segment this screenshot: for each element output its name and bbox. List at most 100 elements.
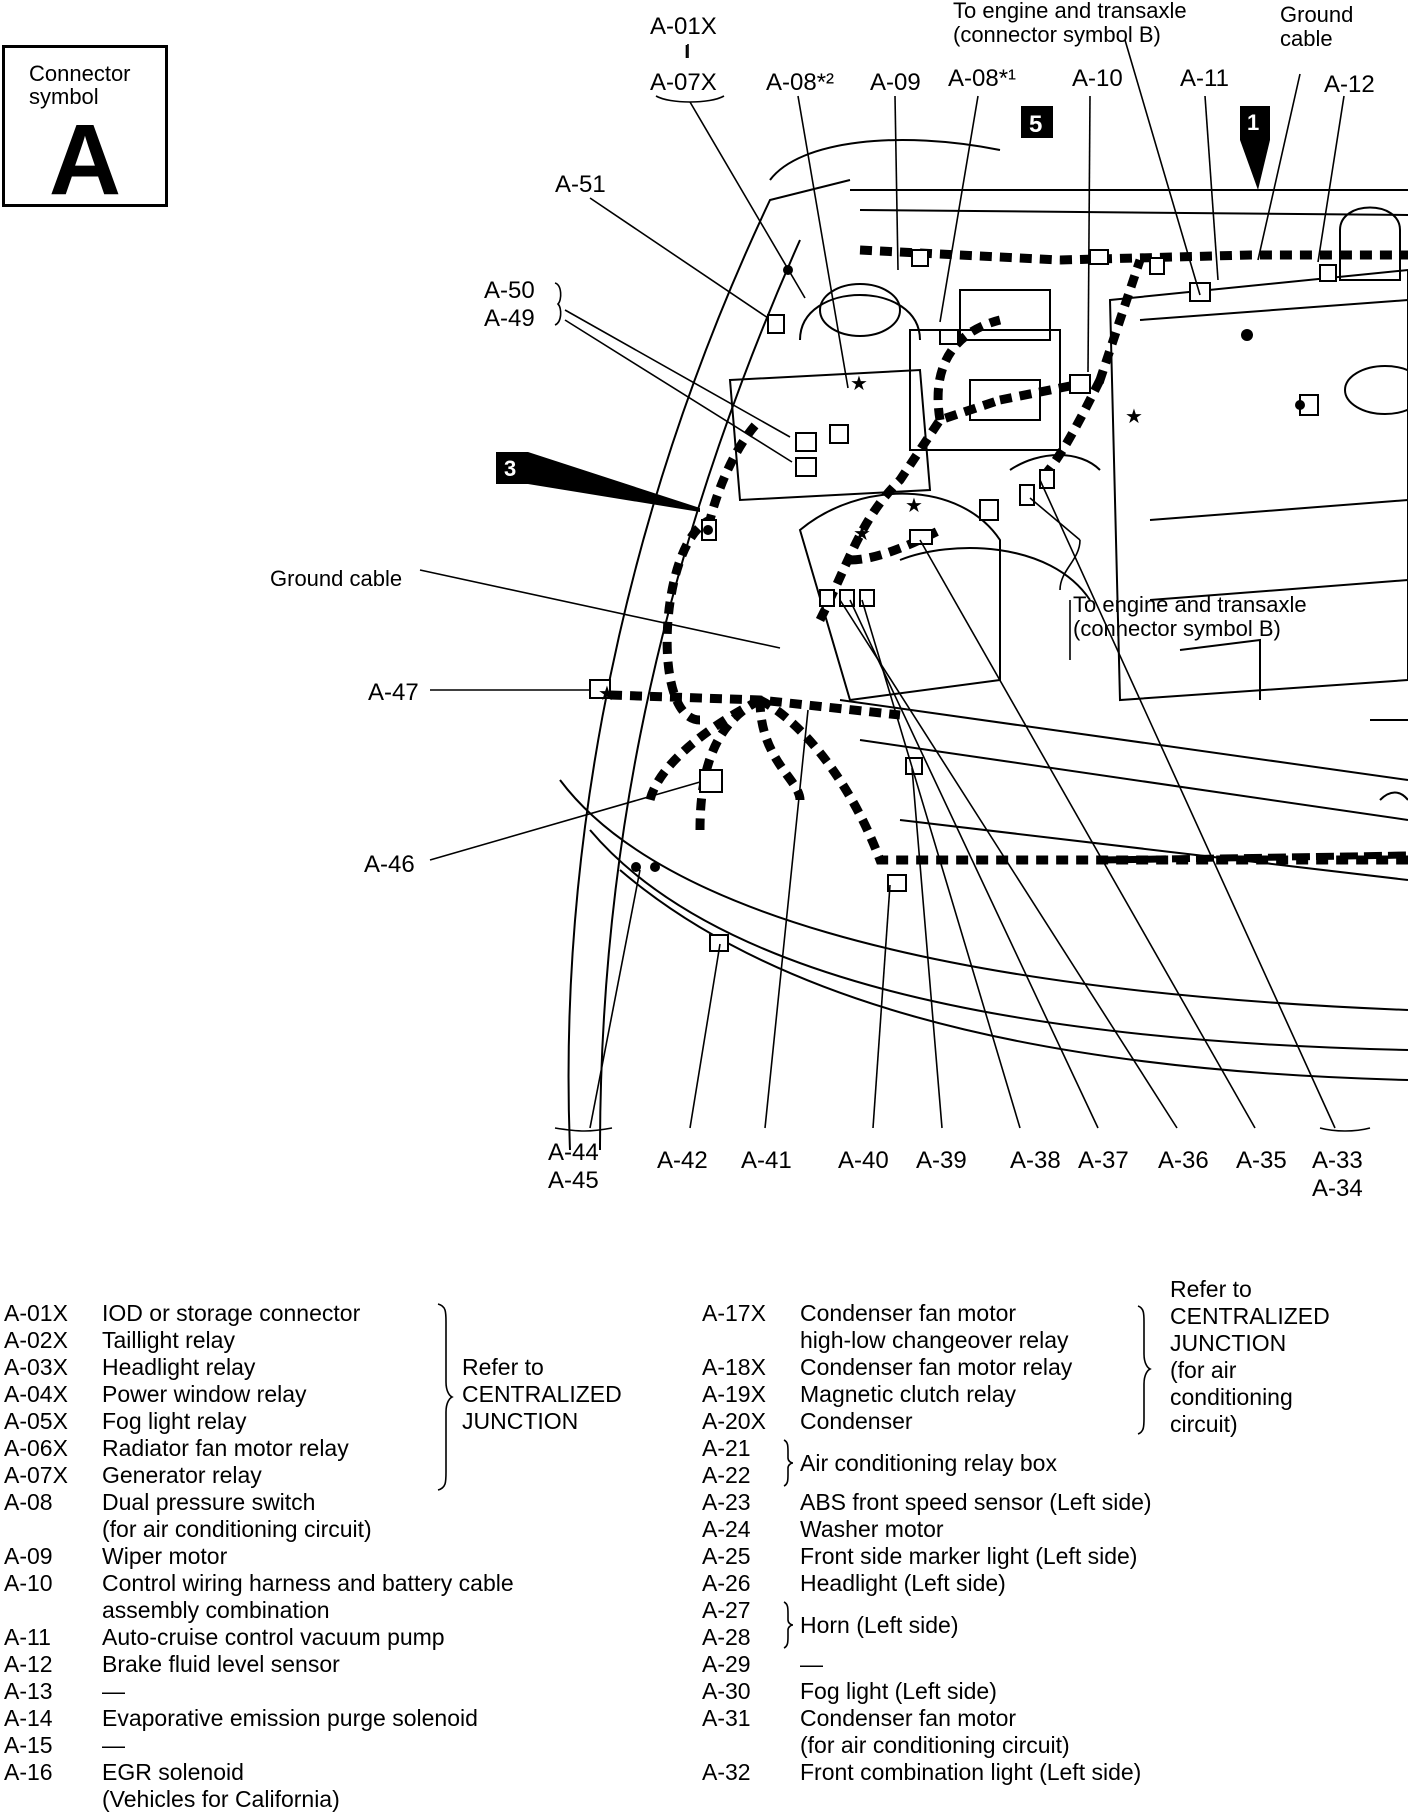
connector-symbol-caption: Connector symbol bbox=[29, 61, 131, 109]
legend-row: (for air conditioning circuit) bbox=[102, 1516, 372, 1542]
label-a41: A-41 bbox=[741, 1147, 792, 1174]
legend-row: A-21 bbox=[702, 1435, 751, 1461]
svg-text:★: ★ bbox=[905, 495, 923, 517]
label-a45: A-45 bbox=[548, 1167, 599, 1194]
label-a40: A-40 bbox=[838, 1147, 889, 1174]
label-range-dash: I bbox=[684, 42, 689, 62]
callout-5-label: 5 bbox=[1029, 111, 1042, 138]
label-a37: A-37 bbox=[1078, 1147, 1129, 1174]
label-a09: A-09 bbox=[870, 69, 921, 96]
label-ground-top-2: cable bbox=[1280, 26, 1333, 51]
label-a08-2: A-08*² bbox=[766, 69, 834, 96]
label-a08-1: A-08*¹ bbox=[948, 65, 1016, 92]
label-a35: A-35 bbox=[1236, 1147, 1287, 1174]
legend-row: A-29— bbox=[702, 1651, 823, 1677]
legend-row: A-13— bbox=[4, 1678, 125, 1704]
leader-lines bbox=[419, 39, 1371, 1132]
ground-terminals bbox=[631, 265, 1305, 872]
wiring-harness bbox=[609, 245, 1408, 865]
label-a42: A-42 bbox=[657, 1147, 708, 1174]
label-ground-top-1: Ground bbox=[1280, 2, 1353, 27]
label-a07x: A-07X bbox=[650, 69, 717, 96]
label-a10: A-10 bbox=[1072, 65, 1123, 92]
label-a12: A-12 bbox=[1324, 71, 1375, 98]
body-outline bbox=[559, 139, 1408, 1151]
svg-text:★: ★ bbox=[853, 523, 871, 545]
legend-row: A-27 bbox=[702, 1597, 751, 1623]
brace-relay-box bbox=[783, 1439, 794, 1487]
group-relay-box: Air conditioning relay box bbox=[800, 1450, 1057, 1476]
legend-row: A-22 bbox=[702, 1462, 751, 1488]
refer-note-left: Refer to CENTRALIZED JUNCTION bbox=[462, 1354, 622, 1434]
brace-horn bbox=[783, 1601, 794, 1649]
label-a34: A-34 bbox=[1312, 1175, 1363, 1202]
harness-trunk bbox=[1099, 851, 1408, 864]
label-ground-cable-mid: Ground cable bbox=[270, 566, 402, 591]
label-a46: A-46 bbox=[364, 851, 415, 878]
label-a11: A-11 bbox=[1180, 65, 1229, 92]
label-a47: A-47 bbox=[368, 679, 419, 706]
label-to-engine-mid-1: To engine and transaxle bbox=[1073, 592, 1307, 617]
label-a39: A-39 bbox=[916, 1147, 967, 1174]
star-markers: ★ ★ ★ ★ ★ bbox=[598, 373, 1143, 705]
brace-right-group bbox=[1137, 1305, 1152, 1435]
svg-text:★: ★ bbox=[1125, 406, 1143, 428]
legend-row: (for air conditioning circuit) bbox=[800, 1732, 1070, 1758]
connector-symbol-letter: A bbox=[48, 104, 122, 216]
label-a51: A-51 bbox=[555, 171, 606, 198]
label-to-engine-mid-2: (connector symbol B) bbox=[1073, 616, 1281, 641]
legend-row: assembly combination bbox=[102, 1597, 330, 1623]
legend-row: high-low changeover relay bbox=[800, 1327, 1069, 1353]
callout-3-label: 3 bbox=[504, 456, 516, 481]
label-to-engine-top-2: (connector symbol B) bbox=[953, 22, 1161, 47]
label-a38: A-38 bbox=[1010, 1147, 1061, 1174]
connector-symbol-box: Connector symbol A bbox=[2, 45, 168, 216]
legend-row: (Vehicles for California) bbox=[102, 1786, 340, 1812]
brace-left-group bbox=[437, 1303, 454, 1491]
refer-note-right: Refer to CENTRALIZED JUNCTION (for air c… bbox=[1170, 1276, 1330, 1437]
label-a01x: A-01X bbox=[650, 13, 717, 40]
connectors bbox=[589, 249, 1337, 952]
legend-row: A-15— bbox=[4, 1732, 125, 1758]
svg-text:★: ★ bbox=[850, 373, 868, 395]
label-a44: A-44 bbox=[548, 1139, 599, 1166]
engine-compartment-diagram: ★ ★ ★ ★ ★ bbox=[270, 0, 1408, 1202]
label-a36: A-36 bbox=[1158, 1147, 1209, 1174]
legend-row: A-28 bbox=[702, 1624, 751, 1650]
group-horn: Horn (Left side) bbox=[800, 1612, 959, 1638]
svg-text:★: ★ bbox=[598, 683, 616, 705]
callout-1-label: 1 bbox=[1247, 110, 1259, 135]
label-a50: A-50 bbox=[484, 277, 535, 304]
label-a33: A-33 bbox=[1312, 1147, 1363, 1174]
label-to-engine-top-1: To engine and transaxle bbox=[953, 0, 1187, 23]
callout-blocks: 5 1 3 bbox=[496, 106, 1270, 512]
diagram-labels: A-01X I A-07X A-08*² A-09 A-08*¹ A-10 A-… bbox=[270, 0, 1375, 1202]
